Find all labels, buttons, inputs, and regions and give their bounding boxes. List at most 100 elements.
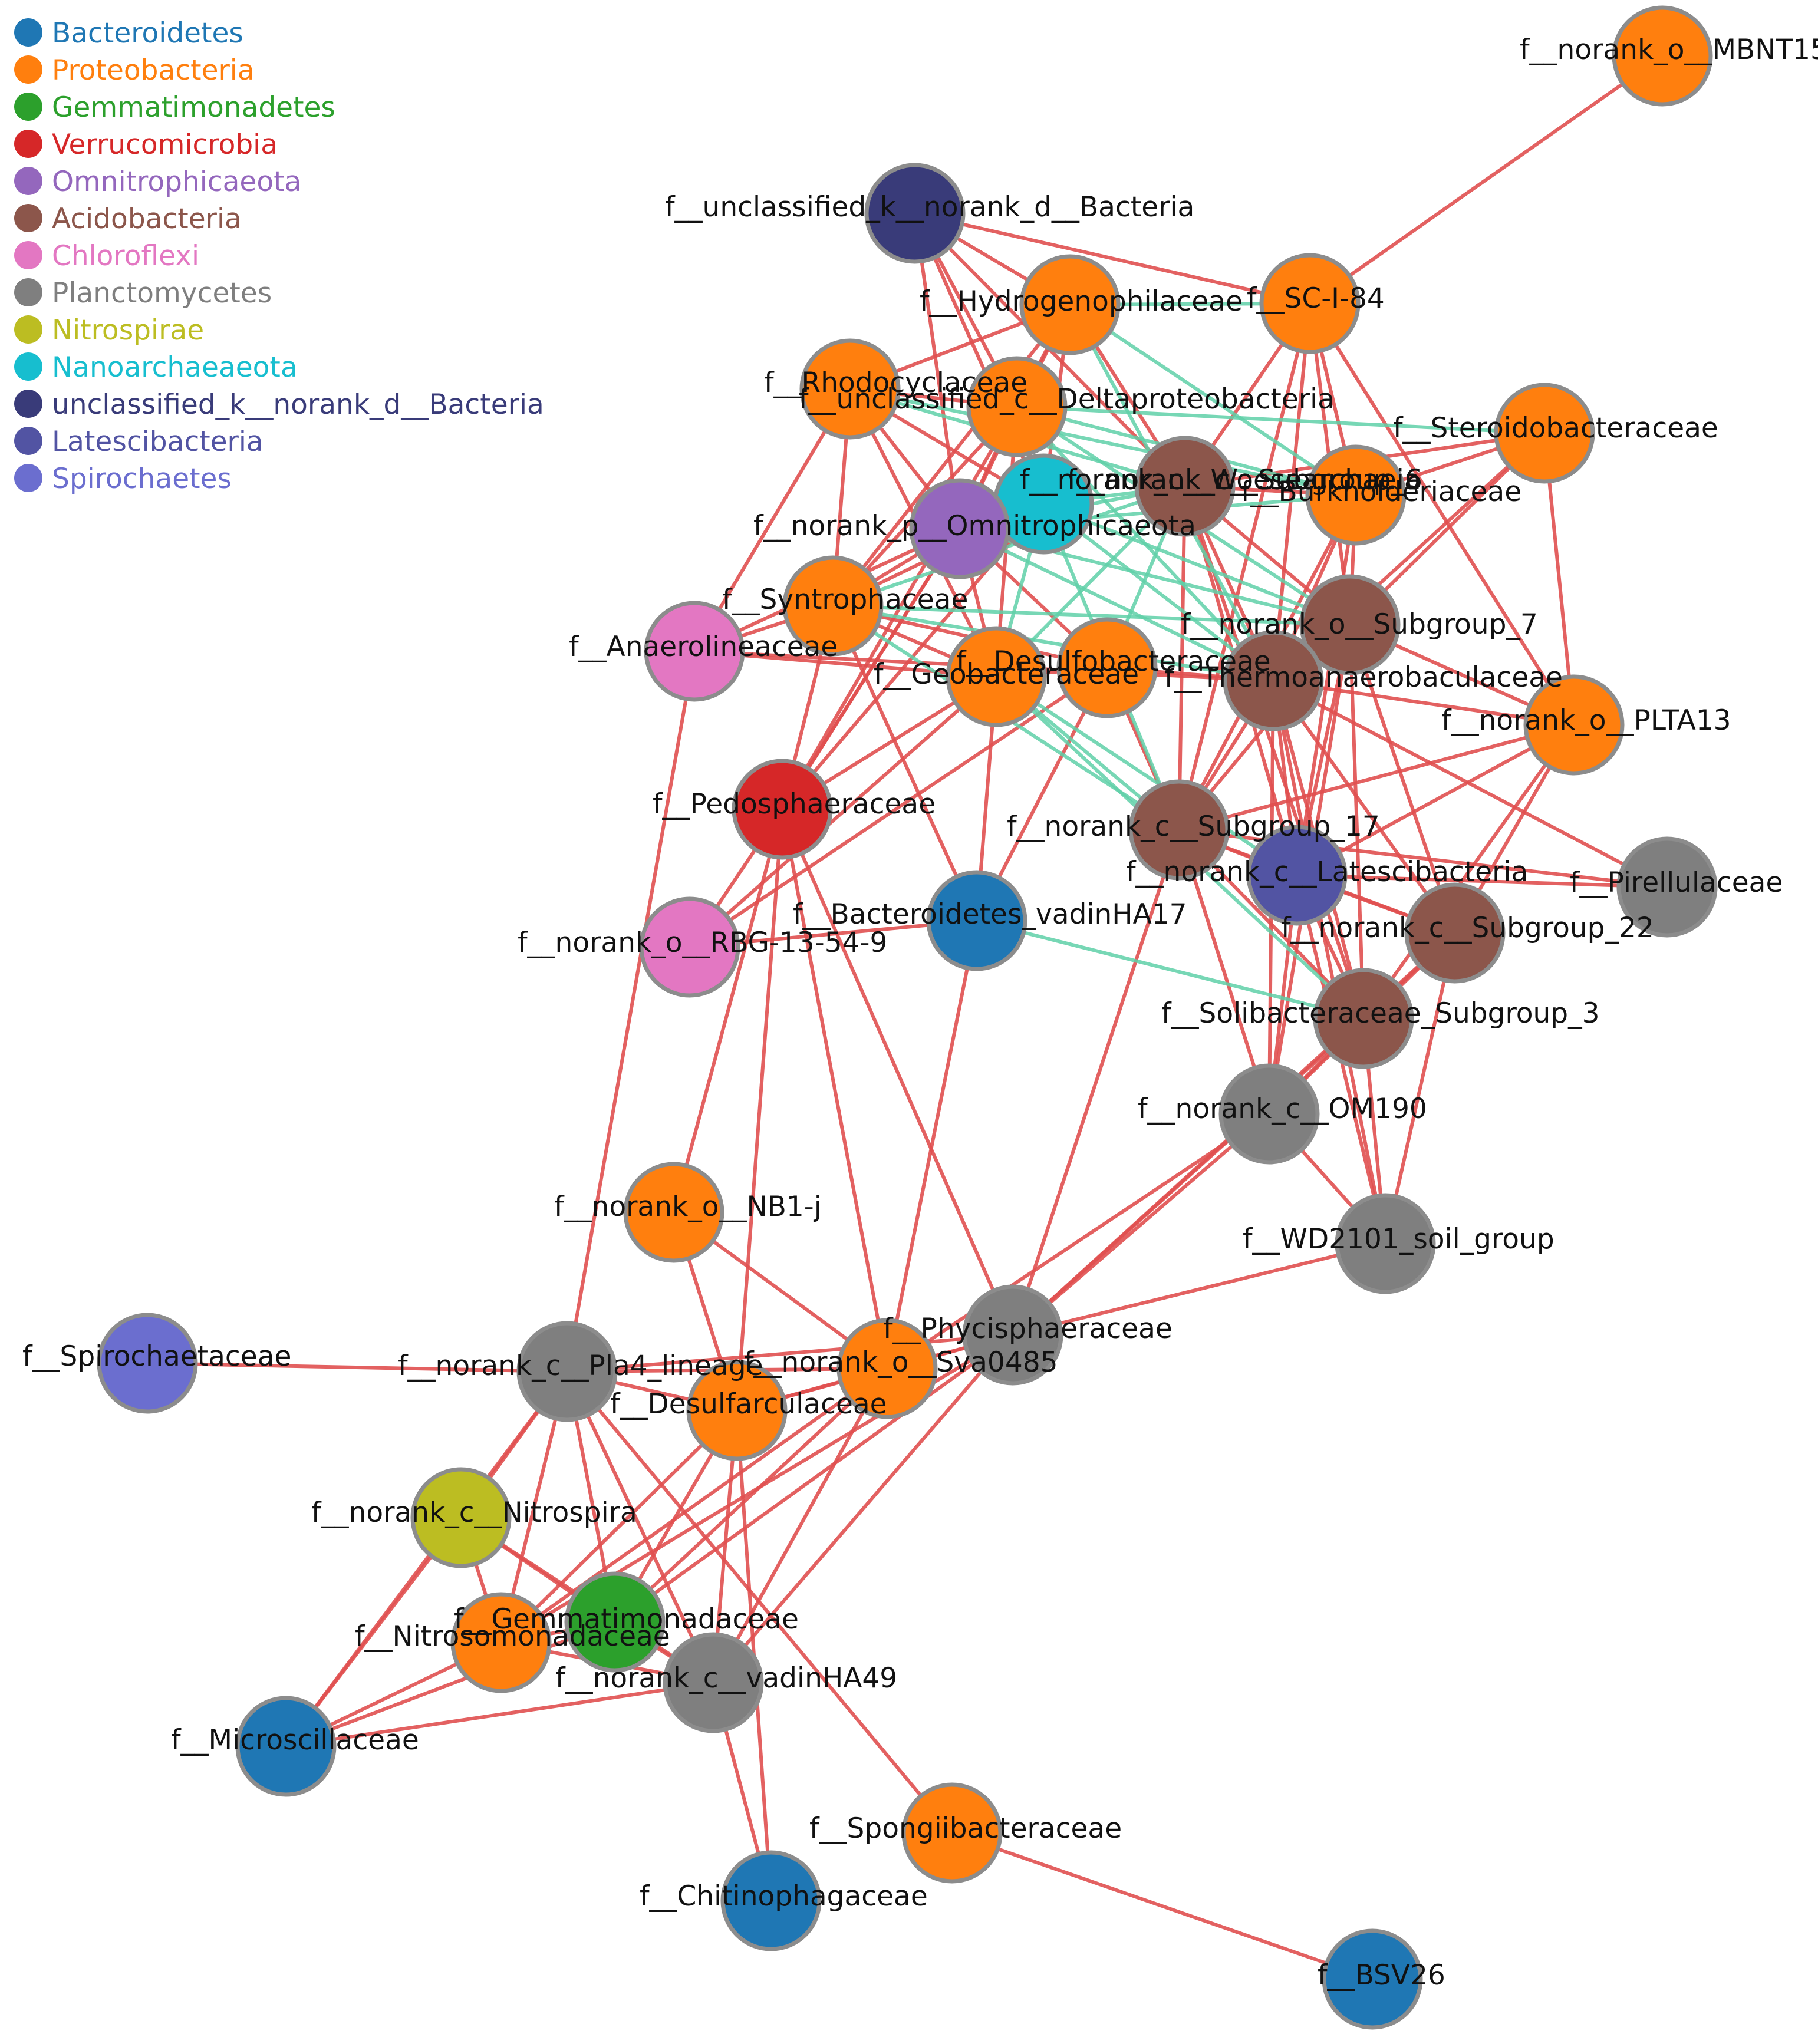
node-Micro[interactable]: [235, 1696, 337, 1797]
node-Nitroso[interactable]: [450, 1592, 552, 1693]
node-unclB[interactable]: [864, 163, 966, 264]
node-label-OM190: f__norank_c__OM190: [1138, 1093, 1427, 1125]
node-vadinHA49[interactable]: [663, 1632, 764, 1733]
node-label-Nitrospira: f__norank_c__Nitrospira: [311, 1496, 637, 1529]
legend-swatch-6: [14, 241, 42, 269]
node-OM190[interactable]: [1218, 1063, 1320, 1165]
node-label-Sub6: f__norank_c__Subgroup_6: [1067, 464, 1422, 496]
positive-edge-Spong-BSV26: [951, 1831, 1373, 1981]
node-Hydro[interactable]: [1019, 254, 1121, 355]
node-NB1j[interactable]: [623, 1162, 724, 1263]
legend-label-6: Chloroflexi: [52, 240, 199, 272]
node-Steroido[interactable]: [1494, 383, 1595, 484]
node-Pedo[interactable]: [732, 759, 833, 860]
positive-edge-Thermo-WD2101: [1272, 680, 1387, 1244]
legend-swatch-4: [14, 167, 42, 195]
positive-edge-Rhodo-Anaero: [693, 388, 852, 652]
node-label-Nitroso: f__Nitrosomonadaceae: [355, 1620, 670, 1653]
positive-edge-Sub6-Sub17: [1177, 486, 1187, 830]
node-WD2101[interactable]: [1335, 1193, 1436, 1294]
node-BSV26[interactable]: [1322, 1928, 1423, 2030]
legend-label-11: Latescibacteria: [52, 426, 264, 458]
node-RBG[interactable]: [639, 896, 740, 998]
positive-edge-Sva-vadinHA49: [712, 1367, 889, 1684]
node-Chitino[interactable]: [720, 1850, 822, 1951]
node-Desulfob[interactable]: [1056, 617, 1158, 718]
legend-label-8: Nitrospirae: [52, 314, 204, 347]
legend-label-10: unclassified_k__norank_d__Bacteria: [52, 388, 544, 421]
negative-edge-Rhodo-Burk: [849, 387, 1356, 497]
node-Sub17[interactable]: [1128, 779, 1230, 881]
node-Latesc[interactable]: [1246, 825, 1348, 926]
node-label-Chitino: f__Chitinophagaceae: [640, 1880, 928, 1913]
node-Anaero[interactable]: [644, 601, 745, 702]
node-Spiro[interactable]: [97, 1313, 198, 1414]
node-Geo[interactable]: [946, 626, 1047, 727]
positive-edge-Pedo-Phyci: [780, 808, 1015, 1336]
positive-edge-Sva-Gemma: [613, 1367, 889, 1624]
positive-edge-Sva-Pedo: [780, 809, 889, 1369]
node-label-Desulfarc: f__Desulfarculaceae: [610, 1388, 887, 1420]
positive-edge-Sub7-Sub22: [1348, 624, 1457, 934]
node-label-Desulfob: f__Desulfobacteraceae: [956, 645, 1271, 678]
node-Spong[interactable]: [901, 1782, 1003, 1884]
positive-edge-Spiro-Pla4: [147, 1361, 568, 1373]
positive-edge-Pedo-NB1j: [672, 809, 784, 1213]
legend-label-12: Spirochaetes: [52, 463, 232, 495]
positive-edge-unclB-SC: [914, 212, 1310, 305]
node-SC[interactable]: [1259, 253, 1361, 354]
legend-swatch-3: [14, 130, 42, 158]
positive-edge-Pla4-vadinHA49: [565, 1370, 715, 1684]
node-Sva[interactable]: [836, 1318, 938, 1419]
legend-label-3: Verrucomicrobia: [52, 128, 278, 161]
node-label-Syntro: f__Syntrophaceae: [722, 583, 968, 616]
negative-edge-vadinHA17-Soli: [976, 919, 1364, 1020]
node-Omni[interactable]: [909, 478, 1010, 579]
node-label-Micro: f__Microscillaceae: [171, 1724, 419, 1756]
node-PLTA[interactable]: [1523, 674, 1625, 776]
node-MBNT15[interactable]: [1612, 5, 1713, 107]
node-Pla4[interactable]: [516, 1321, 618, 1422]
node-label-Burk: f__Burkholderiaceae: [1241, 476, 1521, 508]
node-label-vadinHA49: f__norank_c__vadinHA49: [555, 1662, 897, 1694]
node-Delta[interactable]: [966, 356, 1068, 457]
node-Pirell[interactable]: [1616, 836, 1718, 938]
node-labels: f__norank_o__MBNT15f__unclassified_k__no…: [22, 34, 1818, 1992]
legend-swatch-1: [14, 55, 42, 84]
legend-label-0: Bacteroidetes: [52, 17, 243, 50]
node-vadinHA17[interactable]: [926, 870, 1027, 971]
node-Soli[interactable]: [1313, 968, 1414, 1069]
node-Desulfarc[interactable]: [686, 1360, 788, 1461]
positive-edge-Pedo-Omni: [780, 528, 961, 810]
network-nodes: [97, 5, 1718, 2030]
node-label-Hydro: f__Hydrogenophilaceae: [920, 285, 1243, 318]
node-Syntro[interactable]: [782, 555, 884, 657]
node-Sub7[interactable]: [1299, 574, 1401, 675]
positive-edge-OM190-Phyci: [1012, 1112, 1270, 1337]
legend-label-9: Nanoarchaeaeota: [52, 351, 298, 384]
node-label-Thermo: f__Thermoanaerobaculaceae: [1164, 661, 1563, 694]
node-Gemma[interactable]: [564, 1571, 666, 1673]
node-Phyci[interactable]: [962, 1284, 1063, 1386]
node-Burk[interactable]: [1305, 444, 1407, 546]
legend-label-1: Proteobacteria: [52, 54, 255, 87]
positive-edge-PLTA-Sub17: [1178, 723, 1575, 832]
legend-swatch-8: [14, 315, 42, 344]
negative-edge-Syntro-Sub7: [832, 604, 1351, 627]
positive-edge-OM190-Sva: [886, 1112, 1270, 1370]
legend-swatch-11: [14, 427, 42, 455]
node-label-Spiro: f__Spirochaetaceae: [22, 1340, 291, 1373]
legend-swatch-0: [14, 18, 42, 47]
node-Rhodo[interactable]: [799, 338, 901, 440]
node-label-Rhodo: f__Rhodocyclaceae: [764, 367, 1027, 399]
node-Thermo[interactable]: [1223, 630, 1324, 731]
node-Sub6[interactable]: [1134, 436, 1236, 537]
positive-edge-Latesc-Pirell: [1296, 873, 1668, 889]
node-Sub22[interactable]: [1404, 882, 1506, 984]
node-Nitrospira[interactable]: [410, 1467, 512, 1568]
positive-edge-Sva-vadinHA17: [885, 920, 979, 1369]
legend-label-5: Acidobacteria: [52, 203, 242, 235]
node-label-Omni: f__norank_p__Omnitrophicaeota: [753, 510, 1196, 542]
legend-swatch-12: [14, 464, 42, 492]
